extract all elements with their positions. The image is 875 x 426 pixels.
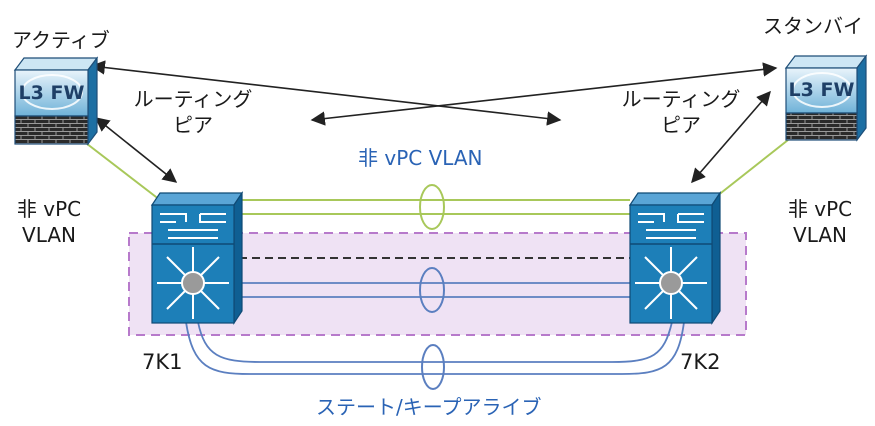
- vpc-bundle-ring: [419, 267, 445, 313]
- fw-label-left: L3 FW: [18, 82, 85, 104]
- fw-link-right: [711, 139, 789, 201]
- standby-label: スタンバイ: [763, 14, 863, 38]
- non-vpc-vlan-label-top: 非 vPC VLAN: [358, 146, 483, 170]
- non-vpc-bundle-ring: [419, 184, 445, 230]
- keepalive-link-2: [185, 321, 685, 375]
- routing-peer-label-right: ルーティング ピア: [621, 87, 741, 138]
- active-label: アクティブ: [12, 28, 110, 52]
- nexus-switch-icon-right: [628, 191, 722, 325]
- fw-link-left: [81, 139, 161, 201]
- fw-label-right: L3 FW: [788, 79, 855, 101]
- cross-arrow-2: [310, 62, 778, 126]
- firewall-icon-left: [13, 56, 99, 146]
- state-keepalive-label: ステート/キープアライブ: [316, 395, 542, 419]
- firewall-icon-right: [784, 54, 868, 142]
- keepalive-bundle-ring: [421, 344, 445, 390]
- non-vpc-vlan-label-right: 非 vPC VLAN: [787, 197, 853, 248]
- switch-label-7k1: 7K1: [142, 350, 183, 374]
- keepalive-link-1: [197, 321, 673, 363]
- nexus-switch-icon-left: [150, 191, 244, 325]
- switch-label-7k2: 7K2: [680, 350, 721, 374]
- routing-peer-label-left: ルーティング ピア: [133, 87, 253, 138]
- routing-peer-arrow-left: [94, 117, 178, 183]
- non-vpc-vlan-label-left: 非 vPC VLAN: [16, 197, 82, 248]
